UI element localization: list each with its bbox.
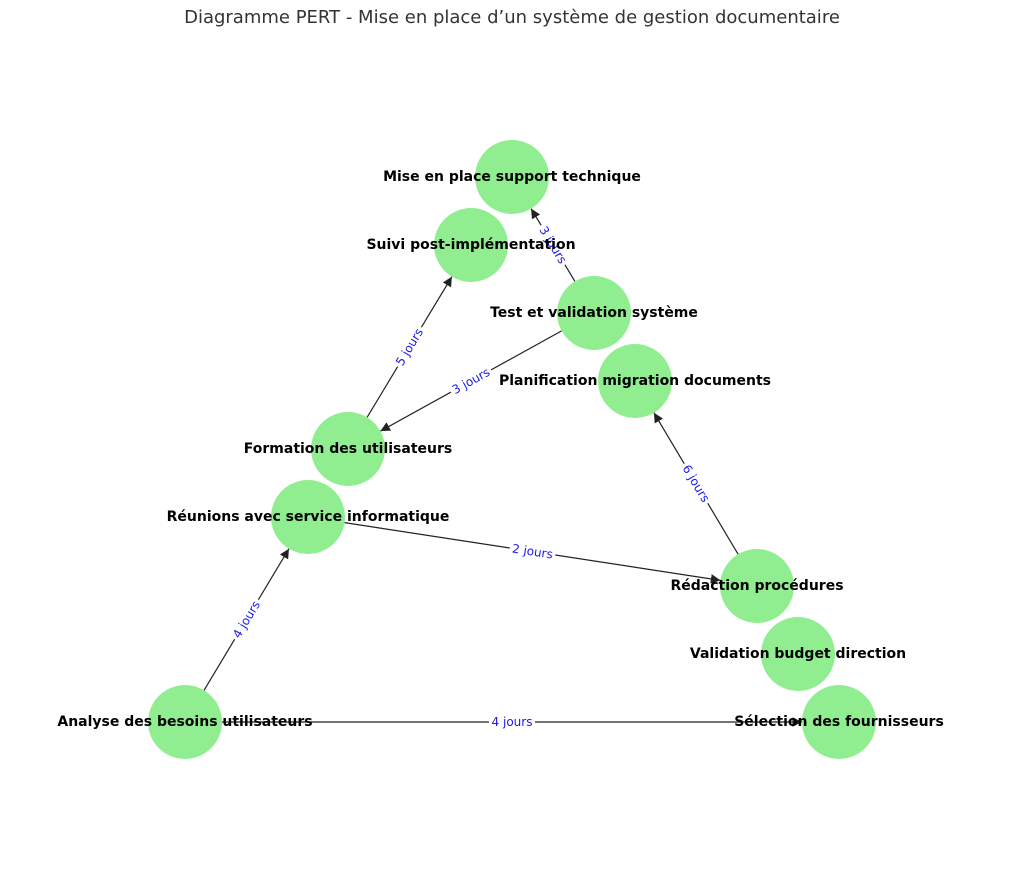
edges-layer: [203, 208, 802, 727]
edge-label-group: 4 jours: [227, 595, 266, 644]
node-label-planification: Planification migration documents: [499, 373, 771, 389]
edge-labels-layer: 4 jours 4 jours 2 jours 6 jours 3 jours 5 jou…: [227, 221, 715, 730]
nodes-layer: [148, 140, 876, 759]
edge-label-background: [508, 540, 557, 563]
node-label-validation: Validation budget direction: [690, 646, 906, 662]
node-validation: [761, 617, 835, 691]
edge-label-background: [489, 714, 535, 730]
diagram-title: Diagramme PERT - Mise en place d’un syst…: [184, 7, 840, 28]
node-suivi: [434, 208, 508, 282]
node-analyse: [148, 685, 222, 759]
node-redaction: [720, 549, 794, 623]
node-selection: [802, 685, 876, 759]
node-label-suivi: Suivi post-implémentation: [366, 237, 575, 253]
edge-label-group: 5 jours: [390, 323, 429, 371]
node-planification: [598, 344, 672, 418]
node-support: [475, 140, 549, 214]
edge-label-background: [390, 323, 429, 371]
edge-label: 4 jours: [492, 715, 533, 729]
node-label-test: Test et validation système: [490, 305, 698, 321]
edge-label-group: 3 jours: [447, 362, 495, 400]
node-label-redaction: Rédaction procédures: [670, 578, 843, 594]
node-label-selection: Sélection des fournisseurs: [734, 714, 944, 730]
edge-label-background: [227, 595, 266, 644]
node-label-reunions: Réunions avec service informatique: [167, 509, 450, 525]
edge-label-group: 6 jours: [677, 459, 715, 508]
edge-label-background: [447, 362, 495, 400]
node-label-support: Mise en place support technique: [383, 169, 641, 185]
node-label-analyse: Analyse des besoins utilisateurs: [57, 714, 312, 730]
node-label-formation: Formation des utilisateurs: [244, 441, 452, 457]
edge-label: 2 jours: [511, 541, 554, 561]
edge-label-background: [534, 221, 572, 269]
node-formation: [311, 412, 385, 486]
edge-label-group: 4 jours: [489, 714, 535, 730]
node-labels-layer: Analyse des besoins utilisateurs Réunions…: [57, 169, 943, 730]
edge-label-group: 2 jours: [508, 540, 557, 563]
node-test: [557, 276, 631, 350]
node-reunions: [271, 480, 345, 554]
edge-label-background: [677, 459, 715, 508]
